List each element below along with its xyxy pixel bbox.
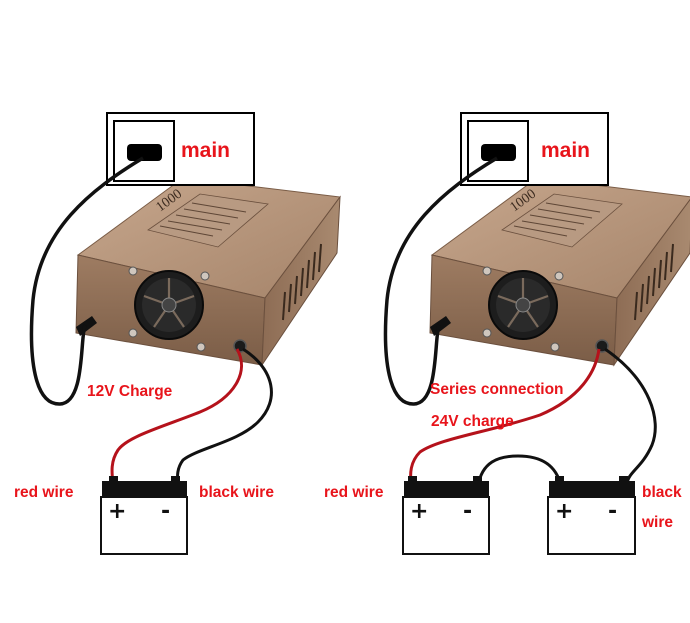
right-black-cable: [604, 347, 657, 485]
right-power-cord: [383, 156, 498, 406]
right-battery-2: [547, 476, 636, 555]
right-battery2-minus: -: [608, 499, 618, 524]
right-red-wire-label: red wire: [324, 484, 384, 501]
right-black-wire-label-line1: black: [642, 484, 682, 501]
left-mode-label: 12V Charge: [87, 383, 173, 400]
left-red-cable: [110, 348, 243, 485]
right-battery2-plus: +: [555, 499, 574, 524]
left-charger: 1000: [75, 177, 341, 367]
right-battery1-plus: +: [410, 499, 429, 524]
right-mode-label-line1: Series connection: [430, 381, 564, 398]
left-power-cord: [29, 156, 144, 406]
right-black-wire-label-line2: wire: [642, 514, 674, 531]
right-red-cable: [409, 348, 601, 485]
left-black-cable: [176, 347, 273, 485]
left-wall-socket: [106, 112, 255, 186]
left-black-wire-label: black wire: [199, 484, 274, 501]
left-red-wire-label: red wire: [14, 484, 74, 501]
left-battery-minus: -: [161, 499, 171, 524]
right-main-label: main: [541, 139, 591, 162]
right-battery-1: [402, 476, 490, 555]
right-charger: 1000: [429, 177, 690, 367]
left-battery: [100, 476, 188, 555]
battery-link-cable: [476, 454, 563, 487]
right-battery1-minus: -: [463, 499, 473, 524]
left-main-label: main: [181, 139, 231, 162]
left-battery-plus: +: [108, 499, 127, 524]
right-mode-label-line2: 24V charge: [431, 413, 514, 430]
